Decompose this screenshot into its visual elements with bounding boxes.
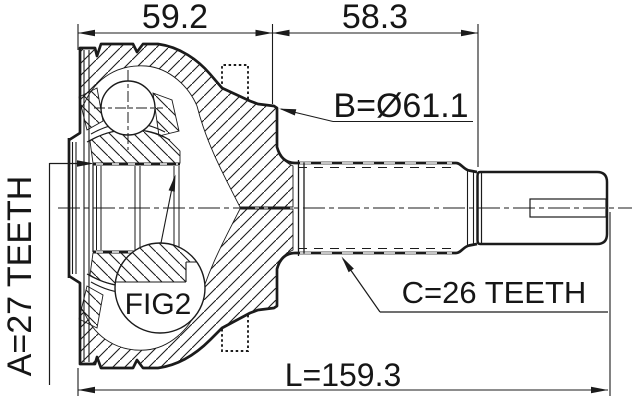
label-c-spline: C=26 TEETH [341,256,608,313]
dimension-shaft-length: 58.3 [342,0,408,36]
fig2-label: FIG2 [125,288,192,321]
boot-clamp-tab [221,64,249,352]
dimension-arrowheads [78,29,608,394]
label-a-spline: A=27 TEETH [1,160,94,385]
label-c-text: C=26 TEETH [402,275,587,310]
spline-shaft [295,160,478,256]
label-a-text: A=27 TEETH [1,176,39,377]
dimension-body-width: 59.2 [142,0,208,36]
dimension-lines [77,24,611,396]
dimension-overall-length: L=159.3 [285,357,402,393]
bearing-ball [94,70,163,150]
fig2-leader-arrowhead [168,174,176,192]
label-b-diameter: B=Ø61.1 [279,87,473,125]
label-b-text: B=Ø61.1 [333,87,468,125]
